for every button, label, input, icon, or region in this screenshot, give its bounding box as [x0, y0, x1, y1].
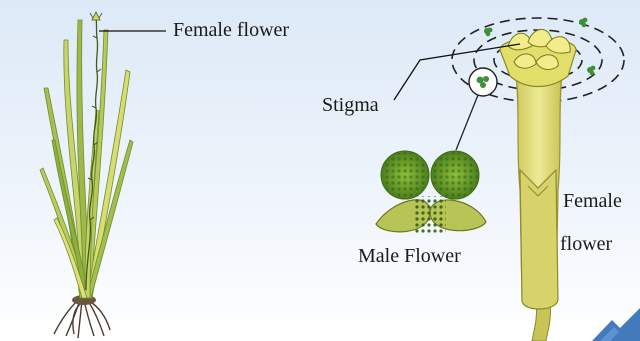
- spathe: [520, 170, 558, 309]
- female-flower-right-label-line1: Female: [563, 191, 622, 211]
- anther-right-texture: [432, 152, 478, 198]
- female-flower-label: Female flower: [173, 20, 289, 40]
- female-flower-right-label-line2: flower: [560, 234, 612, 254]
- anther-left-texture: [382, 152, 428, 198]
- male-flower-label: Male Flower: [358, 246, 461, 266]
- male-flower-center: [414, 196, 446, 234]
- stigma-label: Stigma: [322, 95, 379, 115]
